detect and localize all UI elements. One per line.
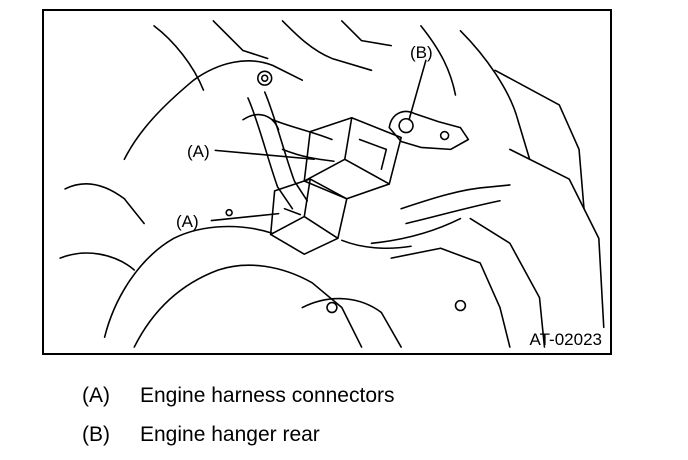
engine-harness-connector <box>358 138 388 170</box>
bolt-head <box>260 74 269 82</box>
legend-row-b: (B) Engine hanger rear <box>82 423 320 447</box>
bolt-head <box>257 70 273 86</box>
legend-code: (B) <box>82 423 110 446</box>
engine-block-contour <box>153 25 205 91</box>
engine-block-contour <box>281 20 373 72</box>
harness-bundle <box>341 239 412 250</box>
figure-id: AT-02023 <box>529 330 602 349</box>
harness-bundle <box>370 217 462 245</box>
engine-hanger-rear-bolt <box>439 130 450 141</box>
callout-a-label-lower: (A) <box>176 212 199 231</box>
engine-block-contour <box>494 69 585 210</box>
harness-bundle <box>247 97 294 210</box>
engine-harness-connector <box>303 116 353 182</box>
engine-harness-connector <box>344 158 391 185</box>
harness-bundle <box>281 148 335 163</box>
callout-b-label: (B) <box>410 43 433 62</box>
figure-frame: (B) (A) (A) AT-02023 <box>42 9 612 355</box>
engine-block-contour <box>103 225 274 338</box>
callout-leader-a1 <box>214 149 315 161</box>
callout-a-label-upper: (A) <box>187 142 210 161</box>
engine-block-contour <box>301 297 402 348</box>
harness-bundle <box>263 91 309 202</box>
bolt-head <box>225 208 233 217</box>
callout-leader-b <box>408 59 427 121</box>
engine-block-contour <box>459 29 531 161</box>
engine-block-contour <box>390 247 511 348</box>
engine-block-contour <box>469 217 546 348</box>
engine-harness-connector <box>303 116 402 200</box>
legend-label: Engine harness connectors <box>140 384 395 407</box>
bolt-head <box>326 301 338 314</box>
harness-bundle <box>271 118 333 141</box>
engine-block-contour <box>59 252 136 271</box>
engine-block-contour <box>341 20 393 47</box>
engine-block-contour <box>509 148 605 329</box>
engine-harness-connector <box>283 207 302 216</box>
harness-bundle <box>400 184 511 210</box>
legend-label: Engine hanger rear <box>140 423 320 446</box>
engine-harness-connector <box>303 215 339 240</box>
engine-block-contour <box>123 60 304 161</box>
callout-leader-a2 <box>210 212 280 222</box>
legend-row-a: (A) Engine harness connectors <box>82 384 395 408</box>
engine-block-contour <box>420 25 457 96</box>
legend-code: (A) <box>82 384 110 407</box>
engine-hanger-rear-hole <box>398 117 414 134</box>
engine-hanger-rear <box>388 110 470 151</box>
engine-block-contour <box>212 20 269 60</box>
engine-block-contour <box>64 183 145 225</box>
engine-harness-illustration <box>59 20 605 348</box>
harness-bundle <box>405 199 501 225</box>
engine-block-contour <box>133 264 363 348</box>
bolt-head <box>454 299 467 312</box>
